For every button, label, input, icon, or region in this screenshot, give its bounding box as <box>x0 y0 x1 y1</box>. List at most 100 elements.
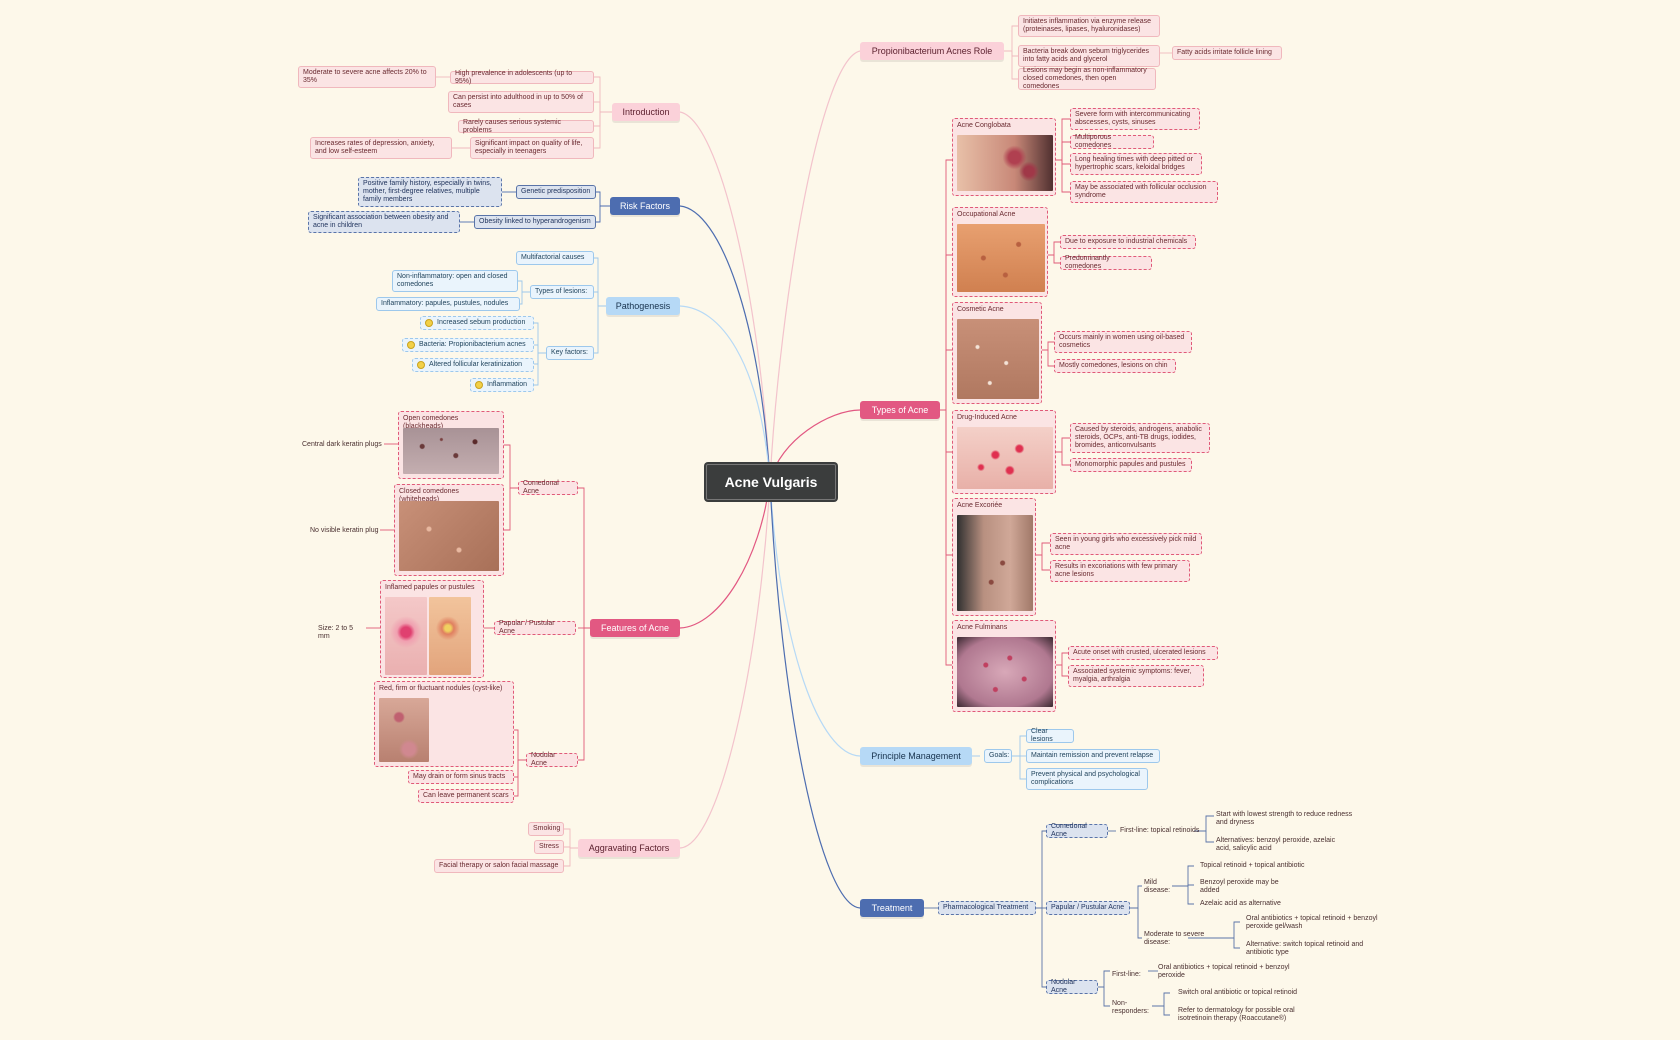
intro-persist-adulthood[interactable]: Can persist into adulthood in up to 50% … <box>448 91 594 113</box>
management-prevent-complications[interactable]: Prevent physical and psychological compl… <box>1026 768 1148 790</box>
card-acne-conglobata[interactable]: Acne Conglobata <box>952 118 1056 196</box>
management-maintain-remission[interactable]: Maintain remission and prevent relapse <box>1026 749 1160 763</box>
treatment-mild-2: Benzoyl peroxide may be added <box>1200 879 1279 894</box>
cosmetic-women[interactable]: Occurs mainly in women using oil-based c… <box>1054 331 1192 353</box>
risk-genetic[interactable]: Genetic predisposition <box>516 185 596 199</box>
nodular-scars[interactable]: Can leave permanent scars <box>418 789 514 803</box>
acne-excoriee-image <box>957 515 1033 611</box>
branch-aggravating-factors[interactable]: Aggravating Factors <box>578 839 680 857</box>
aggravating-facial[interactable]: Facial therapy or salon facial massage <box>434 859 564 873</box>
intro-quality-of-life[interactable]: Significant impact on quality of life, e… <box>470 137 594 159</box>
drug-causes[interactable]: Caused by steroids, androgens, anabolic … <box>1070 423 1210 453</box>
treatment-mild-disease: Mild disease: <box>1144 879 1171 894</box>
intro-high-prevalence[interactable]: High prevalence in adolescents (up to 95… <box>450 70 594 85</box>
excoriee-excoriations[interactable]: Results in excoriations with few primary… <box>1050 560 1190 582</box>
excoriee-pick[interactable]: Seen in young girls who excessively pick… <box>1050 533 1202 555</box>
occupational-acne-title: Occupational Acne <box>957 211 1016 218</box>
patho-inflammatory[interactable]: Inflammatory: papules, pustules, nodules <box>376 297 520 311</box>
branch-introduction[interactable]: Introduction <box>612 103 680 121</box>
patho-types-of-lesions[interactable]: Types of lesions: <box>530 285 594 299</box>
branch-principle-management[interactable]: Principle Management <box>860 747 972 765</box>
branch-pathogenesis[interactable]: Pathogenesis <box>606 297 680 315</box>
patho-non-inflammatory[interactable]: Non-inflammatory: open and closed comedo… <box>392 270 518 292</box>
treatment-moderate-disease: Moderate to severe disease: <box>1144 931 1205 946</box>
conglobata-follicular[interactable]: May be associated with follicular occlus… <box>1070 181 1218 203</box>
closed-comedones-image <box>399 501 499 571</box>
risk-obesity-children[interactable]: Significant association between obesity … <box>308 211 460 233</box>
propioni-inflammation[interactable]: Initiates inflammation via enzyme releas… <box>1018 15 1160 37</box>
features-comedonal[interactable]: Comedonal Acne <box>518 480 578 495</box>
propioni-bacteria[interactable]: Bacteria break down sebum triglycerides … <box>1018 45 1160 67</box>
branch-types-of-acne[interactable]: Types of Acne <box>860 401 940 419</box>
card-cosmetic-acne[interactable]: Cosmetic Acne <box>952 302 1042 404</box>
lightbulb-icon <box>425 319 433 327</box>
patho-inflammation[interactable]: Inflammation <box>470 378 534 392</box>
card-acne-excoriee[interactable]: Acne Excoriée <box>952 498 1036 616</box>
papule-image <box>385 597 427 675</box>
acne-conglobata-image <box>957 135 1053 191</box>
treatment-alternatives: Alternatives: benzoyl peroxide, azelaic … <box>1216 837 1336 852</box>
propioni-lesions[interactable]: Lesions may begin as non-inflammatory cl… <box>1018 67 1156 90</box>
acne-fulminans-image <box>957 637 1053 707</box>
occupational-chemicals[interactable]: Due to exposure to industrial chemicals <box>1060 235 1196 249</box>
conglobata-healing[interactable]: Long healing times with deep pitted or h… <box>1070 153 1202 175</box>
propioni-fatty-acids[interactable]: Fatty acids irritate follicle lining <box>1172 46 1282 60</box>
card-occupational-acne[interactable]: Occupational Acne <box>952 207 1048 297</box>
features-nodular[interactable]: Nodular Acne <box>526 752 578 767</box>
patho-sebum[interactable]: Increased sebum production <box>420 316 534 330</box>
drug-induced-acne-image <box>957 427 1053 489</box>
patho-key-factors[interactable]: Key factors: <box>546 346 594 360</box>
card-nodules-title: Red, firm or fluctuant nodules (cyst-lik… <box>379 685 503 692</box>
fulminans-systemic[interactable]: Associated systemic symptoms: fever, mya… <box>1068 665 1204 687</box>
treatment-start-lowest: Start with lowest strength to reduce red… <box>1216 811 1353 826</box>
treatment-first-line: First-line: <box>1112 971 1141 978</box>
patho-multifactorial[interactable]: Multifactorial causes <box>516 251 594 265</box>
intro-moderate-severe[interactable]: Moderate to severe acne affects 20% to 3… <box>298 66 436 88</box>
intro-depression-anxiety[interactable]: Increases rates of depression, anxiety, … <box>310 137 452 159</box>
fulminans-acute[interactable]: Acute onset with crusted, ulcerated lesi… <box>1068 646 1218 660</box>
features-papular-pustular[interactable]: Papular / Pustular Acne <box>494 620 576 635</box>
card-drug-induced-acne[interactable]: Drug-Induced Acne <box>952 410 1056 494</box>
card-inflamed-papules[interactable]: Inflamed papules or pustules <box>380 580 484 678</box>
conglobata-severe[interactable]: Severe form with intercommunicating absc… <box>1070 108 1200 130</box>
risk-family-history[interactable]: Positive family history, especially in t… <box>358 177 502 207</box>
nodule-image <box>379 698 429 762</box>
card-inflamed-papules-title: Inflamed papules or pustules <box>385 584 475 591</box>
card-nodules[interactable]: Red, firm or fluctuant nodules (cyst-lik… <box>374 681 514 767</box>
treatment-first-line-1: Oral antibiotics + topical retinoid + be… <box>1158 964 1290 979</box>
patho-keratinization[interactable]: Altered follicular keratinization <box>412 358 534 372</box>
aggravating-smoking[interactable]: Smoking <box>528 822 564 836</box>
treatment-nodular[interactable]: Nodular Acne <box>1046 979 1098 994</box>
nodular-drain[interactable]: May drain or form sinus tracts <box>408 770 514 784</box>
occupational-comedones[interactable]: Predominantly comedones <box>1060 255 1152 270</box>
aggravating-stress[interactable]: Stress <box>534 840 564 854</box>
intro-rarely-systemic[interactable]: Rarely causes serious systemic problems <box>458 119 594 134</box>
treatment-pharmacological[interactable]: Pharmacological Treatment <box>938 901 1036 915</box>
branch-propionibacterium-role[interactable]: Propionibacterium Acnes Role <box>860 42 1004 60</box>
branch-risk-factors[interactable]: Risk Factors <box>610 197 680 215</box>
treatment-non-responders: Non-responders: <box>1112 1000 1149 1015</box>
root-node[interactable]: Acne Vulgaris <box>706 464 836 500</box>
branch-treatment[interactable]: Treatment <box>860 899 924 917</box>
drug-monomorphic[interactable]: Monomorphic papules and pustules <box>1070 458 1192 472</box>
lightbulb-icon <box>475 381 483 389</box>
management-clear-lesions[interactable]: Clear lesions <box>1026 728 1074 743</box>
card-closed-comedones[interactable]: Closed comedones (whiteheads) <box>394 484 504 576</box>
risk-obesity[interactable]: Obesity linked to hyperandrogenism <box>474 215 596 229</box>
closed-comedones-note: No visible keratin plug <box>310 527 379 534</box>
card-acne-fulminans[interactable]: Acne Fulminans <box>952 620 1056 712</box>
acne-conglobata-title: Acne Conglobata <box>957 122 1011 129</box>
papule-size-note: Size: 2 to 5 mm <box>318 625 354 640</box>
management-goals[interactable]: Goals: <box>984 749 1012 763</box>
treatment-non-1: Switch oral antibiotic or topical retino… <box>1178 989 1298 996</box>
patho-bacteria[interactable]: Bacteria: Propionibacterium acnes <box>402 338 534 352</box>
conglobata-multiporous[interactable]: Multiporous comedones <box>1070 134 1154 149</box>
treatment-first-line-topical: First-line: topical retinoids <box>1120 827 1200 834</box>
treatment-papular-pustular[interactable]: Papular / Pustular Acne <box>1046 901 1130 915</box>
card-open-comedones[interactable]: Open comedones (blackheads) <box>398 411 504 479</box>
treatment-comedonal[interactable]: Comedonal Acne <box>1046 823 1108 838</box>
lightbulb-icon <box>407 341 415 349</box>
branch-features-of-acne[interactable]: Features of Acne <box>590 619 680 637</box>
cosmetic-chin[interactable]: Mostly comedones, lesions on chin <box>1054 359 1176 373</box>
